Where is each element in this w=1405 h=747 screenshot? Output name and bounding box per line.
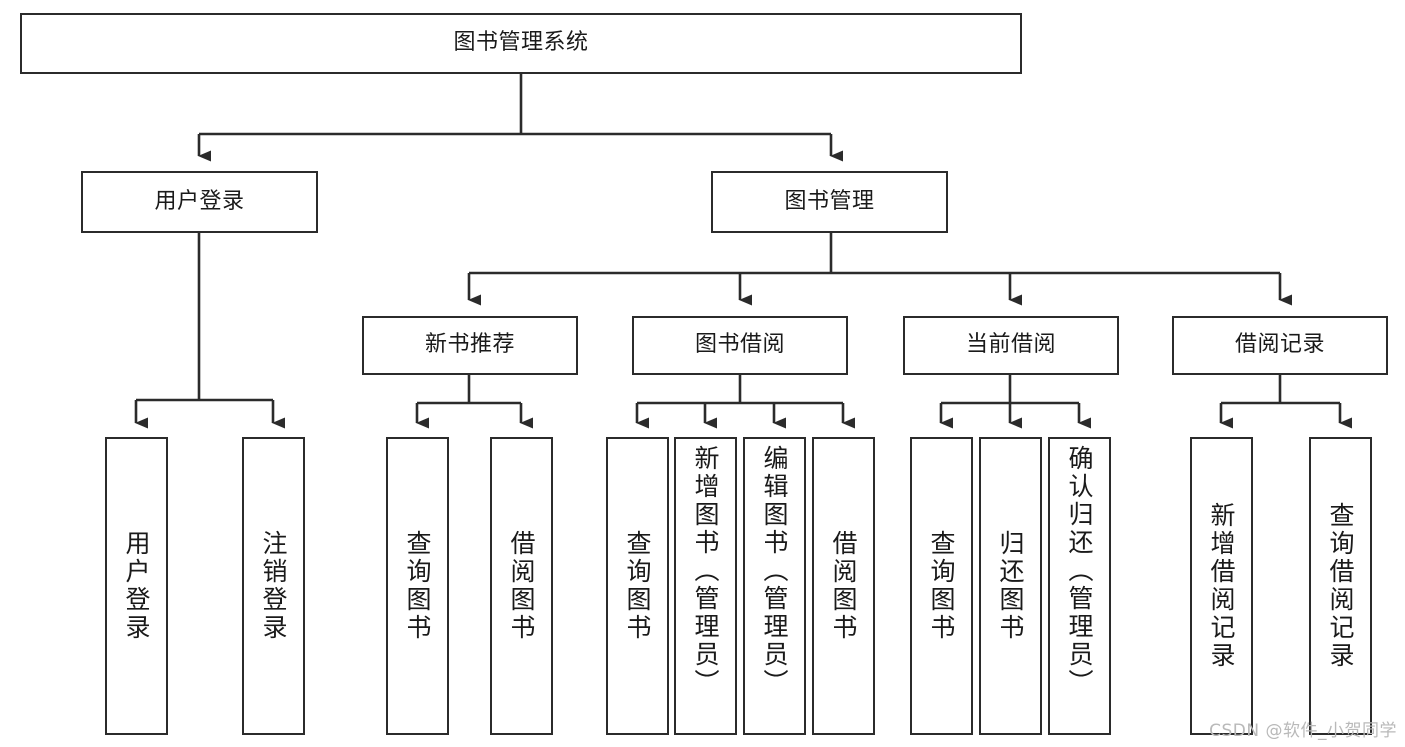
node-current-borrow[interactable]: 当前借阅 <box>903 316 1119 375</box>
leaf-current-return-book[interactable]: 归还图书 <box>979 437 1042 735</box>
node-borrow-record[interactable]: 借阅记录 <box>1172 316 1388 375</box>
leaf-current-query-book[interactable]: 查询图书 <box>910 437 973 735</box>
node-book-management[interactable]: 图书管理 <box>711 171 948 233</box>
leaf-borrow-borrow-book[interactable]: 借阅图书 <box>812 437 875 735</box>
leaf-borrow-borrow-book-label: 借阅图书 <box>829 530 858 642</box>
node-new-book-recommend[interactable]: 新书推荐 <box>362 316 578 375</box>
node-user-login[interactable]: 用户登录 <box>81 171 318 233</box>
leaf-logout-label: 注销登录 <box>259 530 288 642</box>
leaf-recommend-borrow-book[interactable]: 借阅图书 <box>490 437 553 735</box>
leaf-current-return-book-label: 归还图书 <box>996 530 1025 642</box>
leaf-current-query-book-label: 查询图书 <box>927 530 956 642</box>
leaf-borrow-add-book-label: 新增图书（管理员） <box>691 445 720 697</box>
node-new-book-recommend-label: 新书推荐 <box>424 332 515 358</box>
leaf-record-query[interactable]: 查询借阅记录 <box>1309 437 1372 735</box>
node-book-management-label: 图书管理 <box>784 188 875 214</box>
leaf-recommend-query-book-label: 查询图书 <box>403 530 432 642</box>
leaf-record-add-label: 新增借阅记录 <box>1207 502 1236 670</box>
node-user-login-label: 用户登录 <box>154 188 245 214</box>
node-root[interactable]: 图书管理系统 <box>20 13 1022 74</box>
leaf-borrow-query-book[interactable]: 查询图书 <box>606 437 669 735</box>
node-book-borrow-label: 图书借阅 <box>694 332 785 358</box>
leaf-user-login-label: 用户登录 <box>122 530 151 642</box>
watermark: CSDN @软件_小贺同学 <box>1209 721 1397 741</box>
leaf-borrow-edit-book[interactable]: 编辑图书（管理员） <box>743 437 806 735</box>
leaf-recommend-query-book[interactable]: 查询图书 <box>386 437 449 735</box>
node-borrow-record-label: 借阅记录 <box>1234 332 1325 358</box>
node-root-label: 图书管理系统 <box>453 30 589 56</box>
node-book-borrow[interactable]: 图书借阅 <box>632 316 848 375</box>
leaf-current-confirm-return[interactable]: 确认归还（管理员） <box>1048 437 1111 735</box>
leaf-borrow-add-book[interactable]: 新增图书（管理员） <box>674 437 737 735</box>
leaf-current-confirm-return-label: 确认归还（管理员） <box>1065 445 1094 697</box>
leaf-record-query-label: 查询借阅记录 <box>1326 502 1355 670</box>
leaf-logout[interactable]: 注销登录 <box>242 437 305 735</box>
node-current-borrow-label: 当前借阅 <box>965 332 1056 358</box>
leaf-borrow-query-book-label: 查询图书 <box>623 530 652 642</box>
leaf-record-add[interactable]: 新增借阅记录 <box>1190 437 1253 735</box>
leaf-recommend-borrow-book-label: 借阅图书 <box>507 530 536 642</box>
leaf-user-login[interactable]: 用户登录 <box>105 437 168 735</box>
leaf-borrow-edit-book-label: 编辑图书（管理员） <box>760 445 789 697</box>
